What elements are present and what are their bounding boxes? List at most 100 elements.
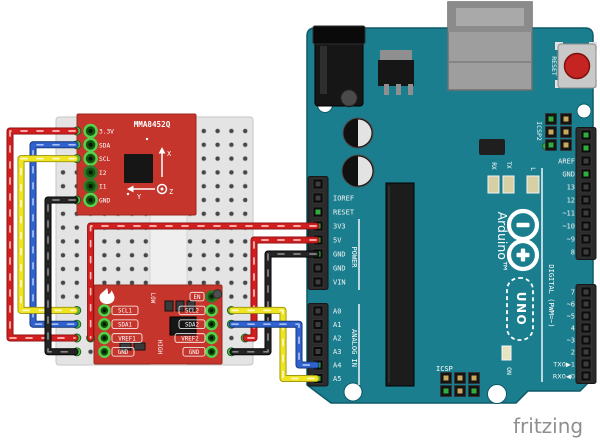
breadboard-hole[interactable] xyxy=(101,280,107,286)
breadboard-hole[interactable] xyxy=(215,280,221,286)
breadboard-hole[interactable] xyxy=(201,156,207,162)
breadboard-hole[interactable] xyxy=(60,238,66,244)
breadboard-hole[interactable] xyxy=(201,266,207,272)
icsp2-header[interactable] xyxy=(545,113,572,151)
breadboard-hole[interactable] xyxy=(87,349,94,355)
breadboard-hole[interactable] xyxy=(215,183,221,189)
breadboard-hole[interactable] xyxy=(242,128,248,134)
breadboard-hole[interactable] xyxy=(60,211,66,217)
breadboard-hole[interactable] xyxy=(187,280,193,286)
level-converter-board[interactable]: LOW HIGH SCL1 SDA1 VREF1 GND EN SCL2 SDA… xyxy=(93,284,223,365)
breadboard-hole[interactable] xyxy=(242,156,248,162)
breadboard-hole[interactable] xyxy=(201,238,207,244)
converter-ic xyxy=(169,316,197,336)
pad-hole xyxy=(88,184,93,189)
reset-button-cap[interactable] xyxy=(563,52,591,80)
breadboard-hole[interactable] xyxy=(60,169,66,175)
breadboard-hole[interactable] xyxy=(187,238,193,244)
breadboard-hole[interactable] xyxy=(74,252,80,258)
breadboard-hole[interactable] xyxy=(74,225,80,231)
breadboard-hole[interactable] xyxy=(242,294,248,300)
breadboard-hole[interactable] xyxy=(228,238,234,244)
breadboard-hole[interactable] xyxy=(215,252,221,258)
breadboard-hole[interactable] xyxy=(201,128,207,134)
breadboard-hole[interactable] xyxy=(143,280,149,286)
breadboard-hole[interactable] xyxy=(115,238,121,244)
breadboard-hole[interactable] xyxy=(228,266,234,272)
breadboard-hole[interactable] xyxy=(228,211,234,217)
breadboard-hole[interactable] xyxy=(143,252,149,258)
breadboard-hole[interactable] xyxy=(228,169,234,175)
breadboard-hole[interactable] xyxy=(201,142,207,148)
breadboard-hole[interactable] xyxy=(228,280,234,286)
reset-button[interactable] xyxy=(555,42,597,89)
pin-headers[interactable] xyxy=(307,127,597,387)
breadboard-hole[interactable] xyxy=(201,280,207,286)
breadboard-hole[interactable] xyxy=(129,238,135,244)
breadboard-hole[interactable] xyxy=(242,142,248,148)
breadboard-hole[interactable] xyxy=(228,252,234,258)
breadboard-hole[interactable] xyxy=(201,252,207,258)
breadboard-hole[interactable] xyxy=(101,238,107,244)
breadboard-hole[interactable] xyxy=(228,142,234,148)
breadboard-hole[interactable] xyxy=(242,252,248,258)
breadboard-hole[interactable] xyxy=(215,197,221,203)
breadboard-hole[interactable] xyxy=(242,183,248,189)
breadboard-hole[interactable] xyxy=(143,266,149,272)
breadboard-hole[interactable] xyxy=(101,252,107,258)
breadboard-hole[interactable] xyxy=(228,183,234,189)
breadboard-hole[interactable] xyxy=(215,156,221,162)
breadboard-hole[interactable] xyxy=(242,211,248,217)
breadboard-hole[interactable] xyxy=(60,183,66,189)
converter-pads[interactable] xyxy=(98,290,218,358)
breadboard-hole[interactable] xyxy=(201,197,207,203)
breadboard-hole[interactable] xyxy=(215,142,221,148)
breadboard-hole[interactable] xyxy=(60,266,66,272)
header-pin-hole xyxy=(583,289,589,295)
en-hole[interactable] xyxy=(212,289,223,299)
breadboard-hole[interactable] xyxy=(215,211,221,217)
arduino-uno-board[interactable]: RESET RX TX L Arduino™ xyxy=(306,1,597,404)
breadboard-hole[interactable] xyxy=(228,156,234,162)
breadboard-hole[interactable] xyxy=(242,266,248,272)
breadboard-hole[interactable] xyxy=(74,280,80,286)
breadboard-hole[interactable] xyxy=(228,294,234,300)
arduino-pcb[interactable] xyxy=(306,27,594,404)
header-pin-hole xyxy=(583,223,589,229)
breadboard-hole[interactable] xyxy=(143,238,149,244)
icsp-header[interactable] xyxy=(440,372,480,397)
breadboard-hole[interactable] xyxy=(60,294,66,300)
breadboard-hole[interactable] xyxy=(74,238,80,244)
breadboard-hole[interactable] xyxy=(215,169,221,175)
breadboard-hole[interactable] xyxy=(60,252,66,258)
breadboard-hole[interactable] xyxy=(242,169,248,175)
breadboard-hole[interactable] xyxy=(215,128,221,134)
breadboard-hole[interactable] xyxy=(242,197,248,203)
breadboard-hole[interactable] xyxy=(101,266,107,272)
breadboard-hole[interactable] xyxy=(129,280,135,286)
breadboard-hole[interactable] xyxy=(115,280,121,286)
breadboard-hole[interactable] xyxy=(187,252,193,258)
breadboard-hole[interactable] xyxy=(187,266,193,272)
mma-pads[interactable] xyxy=(83,123,98,208)
breadboard-hole[interactable] xyxy=(129,252,135,258)
mma8452q-board[interactable]: MMA8452Q 3.3V SDA SCL I2 I1 GND X Y Z xyxy=(76,113,197,216)
breadboard-hole[interactable] xyxy=(60,280,66,286)
breadboard-hole[interactable] xyxy=(60,225,66,231)
breadboard-hole[interactable] xyxy=(201,183,207,189)
breadboard-hole[interactable] xyxy=(115,266,121,272)
breadboard-hole[interactable] xyxy=(228,335,234,341)
breadboard-hole[interactable] xyxy=(242,238,248,244)
breadboard-hole[interactable] xyxy=(228,128,234,134)
breadboard-hole[interactable] xyxy=(74,294,80,300)
header-pin-hole xyxy=(315,209,321,215)
breadboard-hole[interactable] xyxy=(201,211,207,217)
breadboard-hole[interactable] xyxy=(215,238,221,244)
breadboard-hole[interactable] xyxy=(215,266,221,272)
breadboard-hole[interactable] xyxy=(115,252,121,258)
breadboard-hole[interactable] xyxy=(201,169,207,175)
breadboard-hole[interactable] xyxy=(242,280,248,286)
breadboard-hole[interactable] xyxy=(74,266,80,272)
breadboard-hole[interactable] xyxy=(228,197,234,203)
breadboard-hole[interactable] xyxy=(129,266,135,272)
